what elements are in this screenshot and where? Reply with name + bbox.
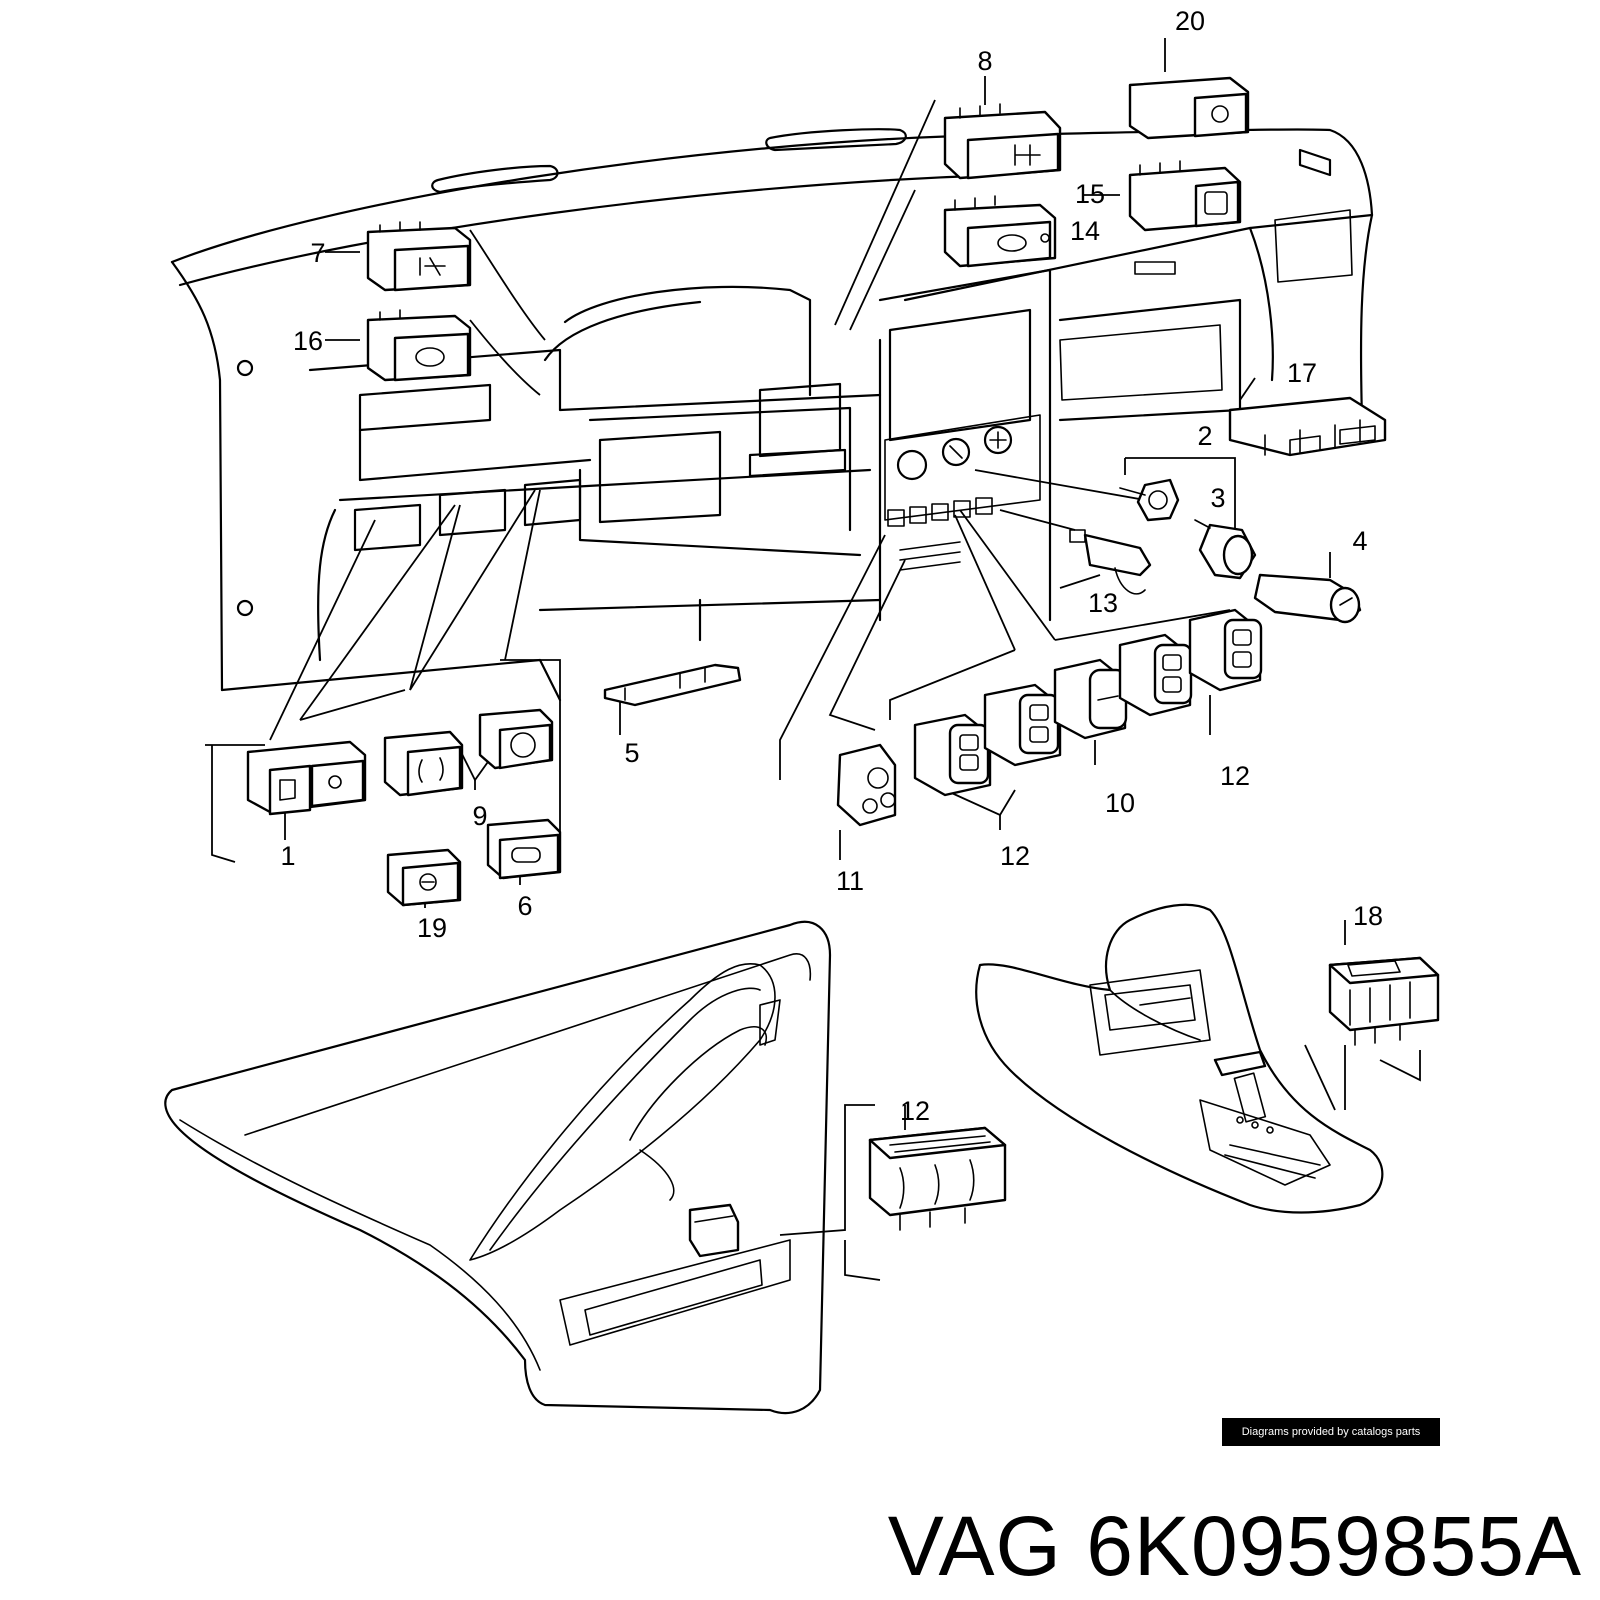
- callout-labels: 1 2 3 4 5 6 7 8 9 10 11 12 12 12 13 14 1…: [280, 6, 1383, 1126]
- switch-9b: [478, 708, 554, 770]
- callout-11: 11: [836, 866, 864, 896]
- callout-17: 17: [1287, 358, 1317, 388]
- switch-20: [1128, 76, 1250, 140]
- part-11: [836, 743, 897, 827]
- callout-2: 2: [1197, 421, 1212, 451]
- callout-8: 8: [977, 46, 992, 76]
- part-13: [1069, 529, 1152, 595]
- part-code: VAG 6K0959855A: [887, 1499, 1582, 1593]
- switch-19: [386, 848, 462, 907]
- switch-16: [366, 309, 472, 382]
- part-5: [603, 663, 742, 707]
- diagram-credit: Diagrams provided by catalogs parts: [1222, 1418, 1440, 1446]
- callout-13: 13: [1088, 588, 1118, 618]
- callout-1: 1: [280, 841, 295, 871]
- switch-9a: [383, 730, 464, 797]
- part-3: [1119, 478, 1180, 522]
- switch-18: [1328, 956, 1440, 1046]
- callout-4: 4: [1352, 526, 1367, 556]
- callout-10: 10: [1105, 788, 1135, 818]
- center-console: [975, 903, 1384, 1214]
- switch-row-12-10: [913, 608, 1263, 797]
- callout-6: 6: [517, 891, 532, 921]
- part-2: [1194, 519, 1257, 580]
- leader-lines: [205, 38, 1421, 1281]
- callout-15: 15: [1075, 179, 1105, 209]
- switch-14: [943, 195, 1057, 268]
- callout-5: 5: [624, 738, 639, 768]
- callout-3: 3: [1210, 483, 1225, 513]
- callout-19: 19: [417, 913, 447, 943]
- switch-15: [1128, 160, 1242, 232]
- callout-12-door: 12: [900, 1096, 930, 1126]
- callout-14: 14: [1070, 216, 1100, 246]
- switch-1: [246, 740, 367, 816]
- callout-18: 18: [1353, 901, 1383, 931]
- switch-6: [486, 818, 562, 880]
- callout-16: 16: [293, 326, 323, 356]
- part-17: [1228, 396, 1387, 457]
- part-4: [1253, 573, 1362, 624]
- callout-12-lower: 12: [1000, 841, 1030, 871]
- callout-12-upper: 12: [1220, 761, 1250, 791]
- door-panel: [164, 920, 832, 1415]
- callout-7: 7: [310, 238, 325, 268]
- callout-9: 9: [472, 801, 487, 831]
- switch-8: [943, 103, 1062, 180]
- switch-12-door: [868, 1126, 1007, 1231]
- switch-7: [366, 221, 472, 292]
- callout-20: 20: [1175, 6, 1205, 36]
